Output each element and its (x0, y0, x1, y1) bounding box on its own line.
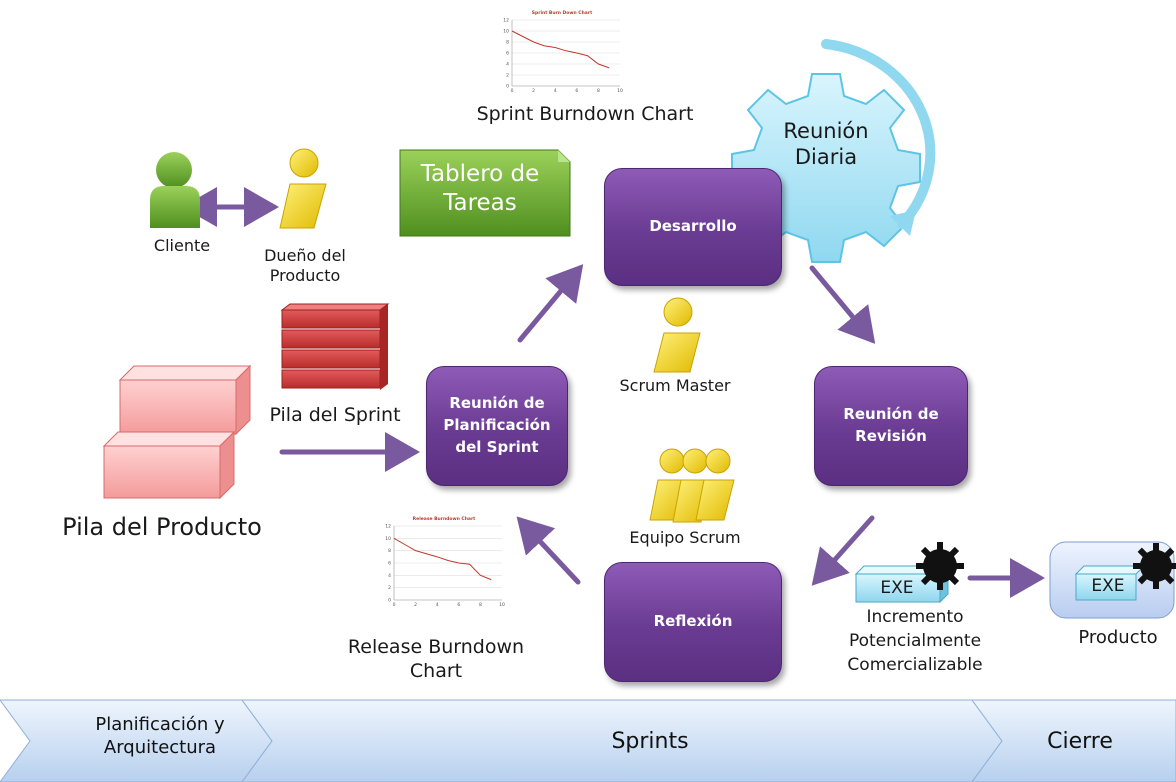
product-owner-label: Dueño del Producto (264, 246, 346, 285)
product-exe-text: EXE (1091, 576, 1125, 596)
daily-meeting-label: Reunión Diaria (783, 119, 869, 170)
task-board-shape (399, 149, 571, 237)
product-gear-icon (1133, 543, 1176, 589)
mini-chart-series-line (393, 537, 492, 581)
mini-chart-xtick-label: 6 (575, 88, 578, 94)
arrow-revision-to-reflexion (811, 515, 875, 586)
mini-chart-xtick-label: 0 (511, 88, 514, 94)
mini-chart-ytick-label: 10 (503, 29, 509, 35)
sprint-backlog-stack (280, 303, 390, 390)
mini-chart-series-line (511, 30, 610, 69)
desarrollo-box: Desarrollo (604, 168, 782, 286)
release-burndown-mini-chart: Release Burndown Chart 0 2 4 6 8 10 12 0 2 4 6 8 10 (385, 516, 505, 608)
phase-cierre-shape (971, 699, 1176, 782)
mini-chart-ytick-label: 4 (388, 573, 391, 579)
desarrollo-label: Desarrollo (649, 217, 737, 236)
product-label: Producto (1078, 627, 1158, 648)
mini-chart-ytick-label: 12 (385, 524, 391, 530)
mini-chart-ytick-label: 8 (506, 40, 509, 46)
mini-chart-ytick-label: 6 (506, 51, 509, 57)
arrow-reflexion-to-planificacion (516, 516, 581, 585)
increment-exe-text: EXE (880, 578, 914, 598)
mini-chart-xtick-label: 8 (479, 602, 482, 608)
mini-chart-ytick-label: 4 (506, 62, 509, 68)
scrum-master-label: Scrum Master (619, 376, 731, 395)
mini-chart-title: Sprint Burn Down Chart (532, 10, 593, 16)
mini-chart-ytick-label: 0 (506, 84, 509, 90)
phase-bar (0, 699, 1176, 782)
phase-cierre-label: Cierre (1047, 729, 1113, 754)
mini-chart-xtick-label: 0 (393, 602, 396, 608)
mini-chart-ytick-label: 6 (388, 561, 391, 567)
mini-chart-xtick-label: 2 (532, 88, 535, 94)
mini-chart-xtick-label: 10 (499, 602, 505, 608)
planificacion-box: Reunión de Planificación del Sprint (426, 366, 568, 486)
mini-chart-xtick-label: 8 (597, 88, 600, 94)
reflexion-label: Reflexión (653, 612, 733, 631)
mini-chart-ytick-label: 0 (388, 598, 391, 604)
phase-sprints-label: Sprints (611, 729, 689, 754)
release-burndown-label: Release Burndown Chart (347, 636, 525, 682)
planificacion-label: Reunión de Planificación del Sprint (443, 394, 551, 456)
reflexion-box: Reflexión (604, 562, 782, 682)
mini-chart-title: Release Burndown Chart (413, 516, 477, 522)
mini-chart-xtick-label: 4 (554, 88, 557, 94)
mini-chart-ytick-label: 8 (388, 548, 391, 554)
cliente-label: Cliente (153, 236, 211, 255)
mini-chart-xtick-label: 10 (617, 88, 623, 94)
revision-box: Reunión de Revisión (814, 366, 968, 486)
arrow-desarrollo-to-revision (809, 265, 876, 344)
product-owner-person-icon (279, 148, 327, 229)
mini-chart-xtick-label: 2 (414, 602, 417, 608)
product-backlog-label: Pila del Producto (62, 513, 262, 541)
arrow-planificacion-to-desarrollo (517, 264, 584, 343)
increment-label: Incremento Potencialmente Comercializabl… (847, 607, 983, 675)
scrum-team-label: Equipo Scrum (629, 528, 741, 547)
scrum-master-person-icon (653, 297, 701, 373)
revision-label: Reunión de Revisión (843, 405, 939, 445)
mini-chart-ytick-label: 2 (506, 73, 509, 79)
mini-chart-xtick-label: 6 (457, 602, 460, 608)
increment-gear-icon (916, 542, 964, 590)
cycle-arrows (182, 187, 1045, 598)
sprint-burndown-label: Sprint Burndown Chart (476, 103, 694, 125)
mini-chart-ytick-label: 12 (503, 18, 509, 24)
sprint-backlog-label: Pila del Sprint (269, 404, 401, 426)
task-board-label: Tablero de Tareas (420, 161, 540, 216)
mini-chart-ytick-label: 2 (388, 585, 391, 591)
scrum-team-people-icon (649, 448, 735, 523)
cliente-person-icon (150, 152, 200, 228)
mini-chart-xtick-label: 4 (436, 602, 439, 608)
sprint-burndown-mini-chart: Sprint Burn Down Chart 0 2 4 6 8 10 12 0 2 4 6 8 10 (503, 10, 623, 94)
phase-planificacion-label: Planificación y Arquitectura (95, 714, 225, 758)
mini-chart-ytick-label: 10 (385, 536, 391, 542)
product-backlog-stack (102, 364, 252, 500)
